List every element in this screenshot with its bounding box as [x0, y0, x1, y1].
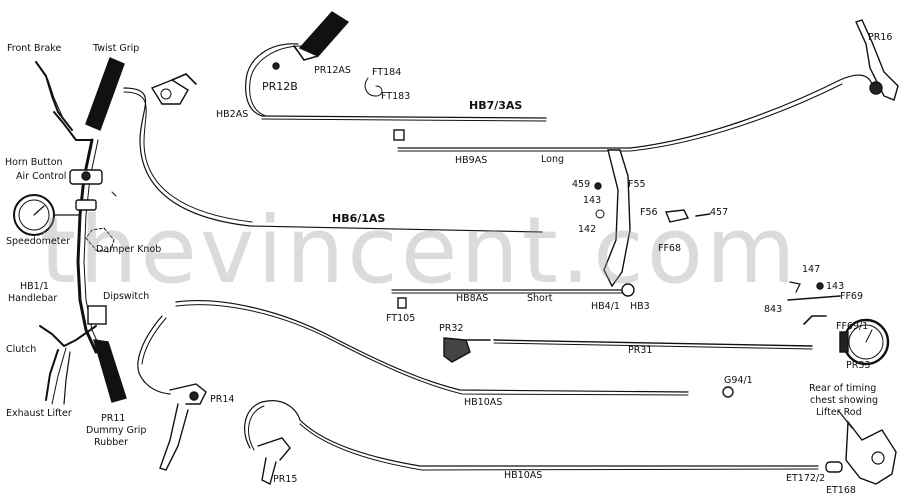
label-et168: ET168 — [826, 485, 856, 496]
label-et172-2: ET172/2 — [786, 473, 826, 484]
label-147: 147 — [802, 264, 821, 275]
label-hb3: HB3 — [630, 301, 650, 312]
dummy-grip-shape — [93, 339, 127, 403]
label-ff69-1: FF69/1 — [836, 321, 869, 332]
label-hb9as: HB9AS — [455, 155, 488, 166]
label-hb4-1: HB4/1 — [591, 301, 620, 312]
label-rear-timing-2: chest showing — [810, 395, 879, 406]
label-ff69: FF69 — [840, 291, 864, 302]
label-clutch: Clutch — [6, 344, 37, 355]
label-air-control: Air Control — [16, 171, 67, 182]
label-dipswitch: Dipswitch — [103, 291, 150, 302]
label-ft183: FT183 — [381, 91, 411, 102]
label-dummy-grip: Dummy Grip — [86, 425, 147, 436]
label-short: Short — [527, 293, 553, 304]
label-ff68: FF68 — [658, 243, 682, 254]
label-143-top: 143 — [583, 195, 602, 206]
label-pr33: PR33 — [846, 360, 871, 371]
pr12as-grip-shape — [298, 11, 350, 57]
label-pr31: PR31 — [628, 345, 653, 356]
label-f56: F56 — [640, 207, 658, 218]
label-142: 142 — [578, 224, 597, 235]
label-hb2as: HB2AS — [216, 109, 249, 120]
label-rear-timing-1: Rear of timing — [809, 383, 877, 394]
label-damper-knob: Damper Knob — [96, 244, 162, 255]
label-hb10as-lower: HB10AS — [504, 470, 543, 481]
label-g94-1: G94/1 — [724, 375, 753, 386]
label-front-brake: Front Brake — [7, 43, 62, 54]
label-hb1-1: HB1/1 — [20, 281, 49, 292]
label-pr12b: PR12B — [262, 80, 298, 93]
label-457: 457 — [710, 207, 729, 218]
label-143-right: 143 — [826, 281, 845, 292]
label-ft184: FT184 — [372, 67, 402, 78]
label-rear-timing-3: Lifter Rod — [816, 407, 862, 418]
label-pr12as: PR12AS — [314, 65, 351, 76]
label-pr14: PR14 — [210, 394, 235, 405]
label-speedometer: Speedometer — [6, 236, 71, 247]
watermark-text: thevincent.com — [40, 197, 799, 304]
handlebar-assembly — [13, 61, 117, 405]
twist-grip-shape — [85, 57, 125, 131]
label-ft105: FT105 — [386, 313, 416, 324]
label-843: 843 — [764, 304, 783, 315]
label-twist-grip: Twist Grip — [93, 43, 140, 54]
label-horn-button: Horn Button — [5, 157, 63, 168]
label-rubber: Rubber — [94, 437, 129, 448]
label-pr15: PR15 — [273, 474, 298, 485]
label-f55: F55 — [628, 179, 646, 190]
label-long: Long — [541, 154, 564, 165]
label-hb6-1as: HB6/1AS — [332, 212, 386, 225]
label-pr16: PR16 — [868, 32, 893, 43]
label-pr32: PR32 — [439, 323, 464, 334]
label-exhaust-lifter: Exhaust Lifter — [6, 408, 72, 419]
label-hb7-3as: HB7/3AS — [469, 99, 523, 112]
label-pr11: PR11 — [101, 413, 126, 424]
label-459: 459 — [572, 179, 591, 190]
label-hb8as: HB8AS — [456, 293, 489, 304]
label-hb10as-upper: HB10AS — [464, 397, 503, 408]
label-handlebar: Handlebar — [8, 293, 58, 304]
